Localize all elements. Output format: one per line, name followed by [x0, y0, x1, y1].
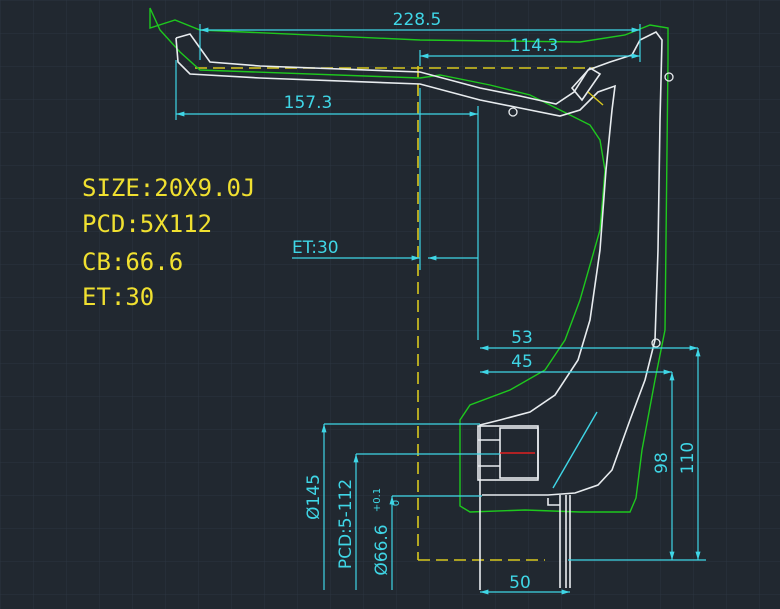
spec-pcd: PCD:5X112	[82, 210, 212, 238]
dim-228-5: 228.5	[393, 10, 442, 30]
dim-cb-tol-upper: +0.1	[372, 488, 383, 512]
valve-line	[552, 411, 598, 489]
dim-cb-66-6: Ø66.6	[372, 524, 392, 575]
dim-cb-tol-lower: 0	[391, 500, 402, 506]
wheel-profile	[175, 30, 663, 590]
spec-size: SIZE:20X9.0J	[82, 174, 255, 202]
dim-53: 53	[511, 328, 533, 348]
dim-et-30: ET:30	[292, 238, 339, 258]
dim-dia-145: Ø145	[304, 474, 324, 520]
dim-114-3: 114.3	[510, 36, 559, 56]
spec-et: ET:30	[82, 283, 154, 311]
dimension-lines	[175, 24, 706, 595]
centerline-guides	[195, 66, 595, 561]
dimension-labels: 228.5 114.3 157.3 ET:30 53 45 50 98 110 …	[284, 10, 698, 593]
dim-50: 50	[509, 573, 531, 593]
valve-line-yellow	[587, 91, 604, 106]
dim-98: 98	[652, 452, 672, 474]
dim-157-3: 157.3	[284, 93, 333, 113]
spec-block: SIZE:20X9.0J PCD:5X112 CB:66.6 ET:30	[82, 174, 255, 311]
dim-pcd-5-112: PCD:5-112	[336, 479, 356, 569]
envelope-outline	[149, 7, 669, 513]
dim-110: 110	[678, 442, 698, 474]
dim-45: 45	[511, 352, 533, 372]
spec-cb: CB:66.6	[82, 248, 183, 276]
